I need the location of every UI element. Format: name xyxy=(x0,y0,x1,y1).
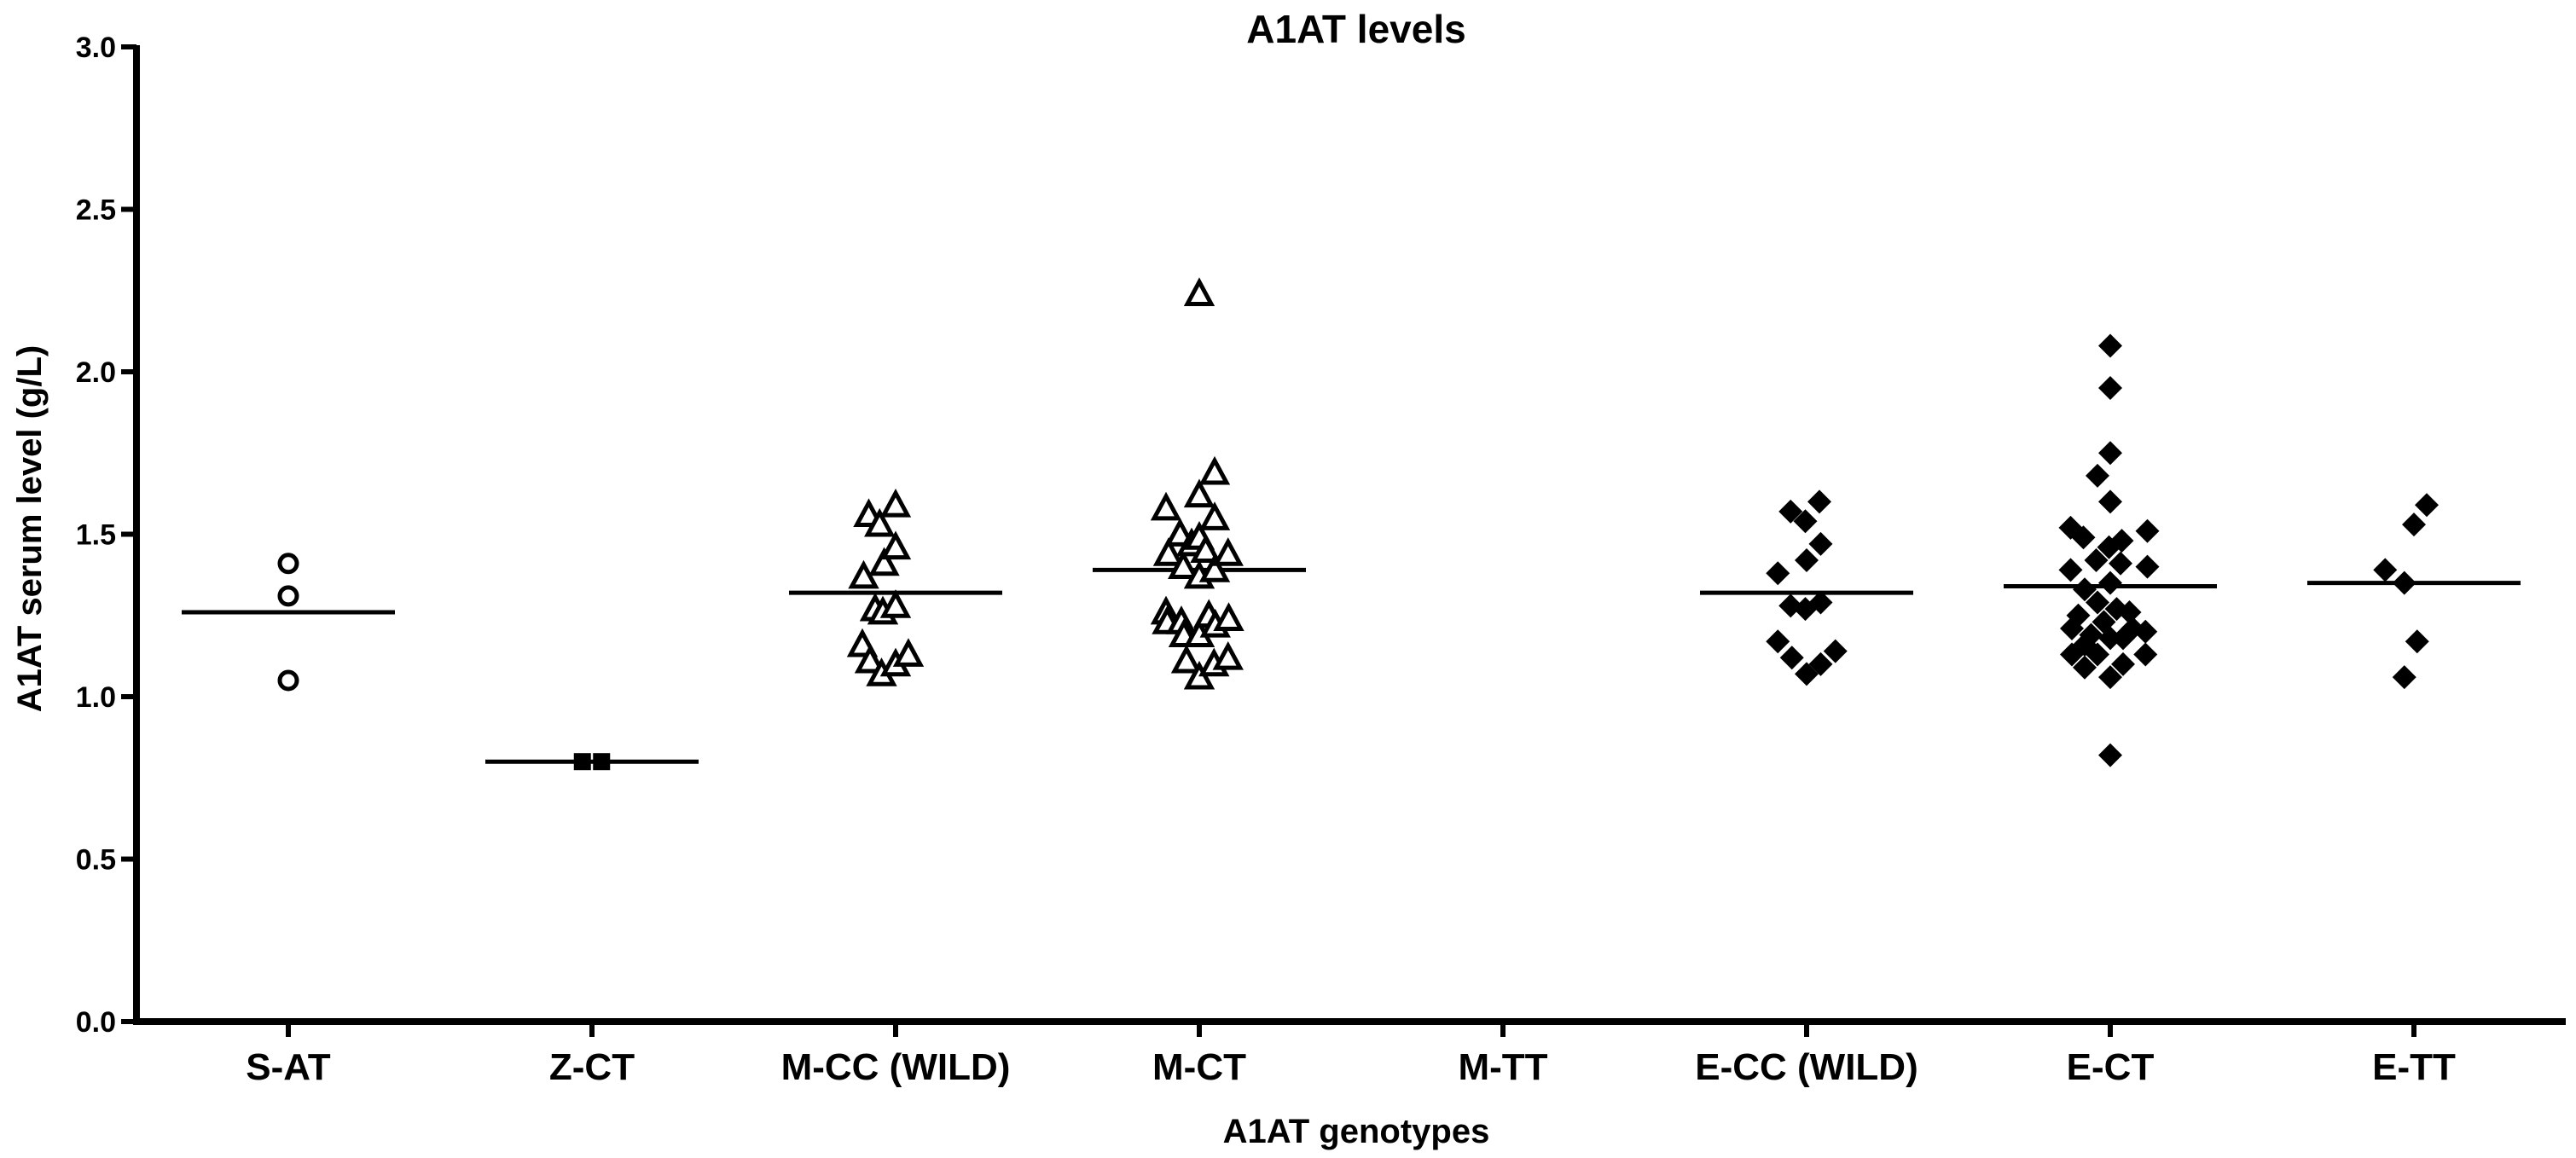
data-point-diamond xyxy=(1823,639,1848,663)
y-tick-label: 1.5 xyxy=(76,519,116,552)
data-point-diamond xyxy=(2109,551,2132,576)
data-point-triangle xyxy=(868,547,900,576)
y-tick-label: 2.5 xyxy=(76,194,116,227)
data-point-diamond xyxy=(2109,529,2134,553)
data-point-diamond xyxy=(2098,376,2122,401)
data-point-diamond xyxy=(2098,626,2122,651)
data-point-diamond xyxy=(2086,642,2109,667)
data-point-triangle xyxy=(854,644,886,674)
data-point-triangle xyxy=(1212,537,1244,566)
data-point-diamond xyxy=(2086,590,2109,615)
data-point-triangle xyxy=(879,488,912,518)
data-point-triangle xyxy=(1198,501,1231,530)
data-point-diamond xyxy=(2098,333,2122,358)
data-point-diamond xyxy=(1779,646,1804,670)
data-point-triangle xyxy=(1190,534,1221,563)
chart-title: A1AT levels xyxy=(1246,7,1465,51)
data-point-diamond xyxy=(1808,590,1833,615)
data-point-diamond xyxy=(2098,570,2122,595)
data-point-triangle xyxy=(892,638,925,667)
data-point-circle xyxy=(277,553,299,575)
x-axis-label: A1AT genotypes xyxy=(1223,1113,1490,1150)
data-point-triangle xyxy=(1150,491,1182,521)
data-point-diamond xyxy=(2098,743,2122,767)
x-tick-label: S-AT xyxy=(246,1046,331,1088)
data-point-diamond xyxy=(2392,570,2416,595)
data-point-diamond xyxy=(1808,651,1833,676)
data-point-diamond xyxy=(2135,518,2160,543)
data-point-triangle xyxy=(1213,602,1244,631)
data-point-diamond xyxy=(1766,629,1790,654)
y-tick-label: 3.0 xyxy=(76,32,116,64)
data-point-diamond xyxy=(2073,655,2097,680)
data-point-diamond xyxy=(2071,525,2096,550)
data-point-triangle xyxy=(879,530,912,560)
y-tick-label: 2.0 xyxy=(76,356,116,389)
data-point-diamond xyxy=(1793,509,1818,534)
data-point-diamond xyxy=(2060,616,2084,640)
data-point-diamond xyxy=(2098,489,2122,514)
x-tick-label: M-CC (WILD) xyxy=(781,1046,1011,1088)
data-point-square xyxy=(593,753,611,771)
data-point-diamond xyxy=(2058,558,2083,582)
data-point-diamond xyxy=(2098,441,2122,466)
data-point-diamond xyxy=(1808,531,1833,556)
data-point-diamond xyxy=(2373,558,2398,582)
data-point-diamond xyxy=(2084,547,2109,572)
data-point-diamond xyxy=(2135,554,2160,579)
data-point-diamond xyxy=(2117,599,2142,624)
x-tick-label: M-TT xyxy=(1458,1046,1547,1088)
data-point-diamond xyxy=(2086,463,2109,488)
data-point-diamond xyxy=(2073,577,2097,602)
data-point-diamond xyxy=(2060,642,2084,667)
y-tick-label: 0.5 xyxy=(76,844,116,877)
x-tick-label: E-CT xyxy=(2067,1046,2155,1088)
data-point-circle xyxy=(277,669,299,692)
data-point-diamond xyxy=(2392,665,2416,690)
data-point-triangle xyxy=(1152,537,1185,566)
data-point-triangle xyxy=(1168,550,1199,579)
x-tick-label: M-CT xyxy=(1152,1046,1246,1088)
data-point-triangle xyxy=(879,589,912,618)
data-point-triangle xyxy=(1183,478,1215,508)
y-tick-label: 0.0 xyxy=(76,1006,116,1039)
data-point-square xyxy=(573,753,591,771)
data-point-diamond xyxy=(1766,561,1790,586)
mean-lines xyxy=(182,567,2521,764)
data-point-diamond xyxy=(1795,547,1819,572)
axes: 0.0 0.5 1.0 1.5 2.0 2.5 3.0S-AT Z-CT M-CC (WILD)… xyxy=(76,32,2566,1088)
data-point-diamond xyxy=(1807,489,1831,514)
x-tick-label: E-CC (WILD) xyxy=(1695,1046,1918,1088)
x-tick-label: E-TT xyxy=(2372,1046,2456,1088)
data-point-diamond xyxy=(1778,499,1803,524)
data-point-triangle xyxy=(1212,641,1244,670)
data-point-diamond xyxy=(2415,493,2439,518)
data-point-diamond xyxy=(2098,665,2122,690)
data-point-diamond xyxy=(2133,642,2158,667)
y-axis-label: A1AT serum level (g/L) xyxy=(11,345,49,712)
data-point-triangle xyxy=(1183,277,1215,306)
data-point-diamond xyxy=(2402,512,2426,537)
data-point-triangle xyxy=(1170,644,1203,674)
data-point-triangle xyxy=(1198,553,1231,582)
x-tick-label: Z-CT xyxy=(549,1046,635,1088)
data-points xyxy=(277,277,2439,771)
y-tick-label: 1.0 xyxy=(76,681,116,714)
data-point-triangle xyxy=(864,507,896,537)
data-point-diamond xyxy=(2111,651,2135,676)
data-point-diamond xyxy=(2133,619,2158,644)
data-point-diamond xyxy=(2405,629,2429,654)
data-point-triangle xyxy=(1198,455,1231,485)
data-point-circle xyxy=(277,585,299,607)
